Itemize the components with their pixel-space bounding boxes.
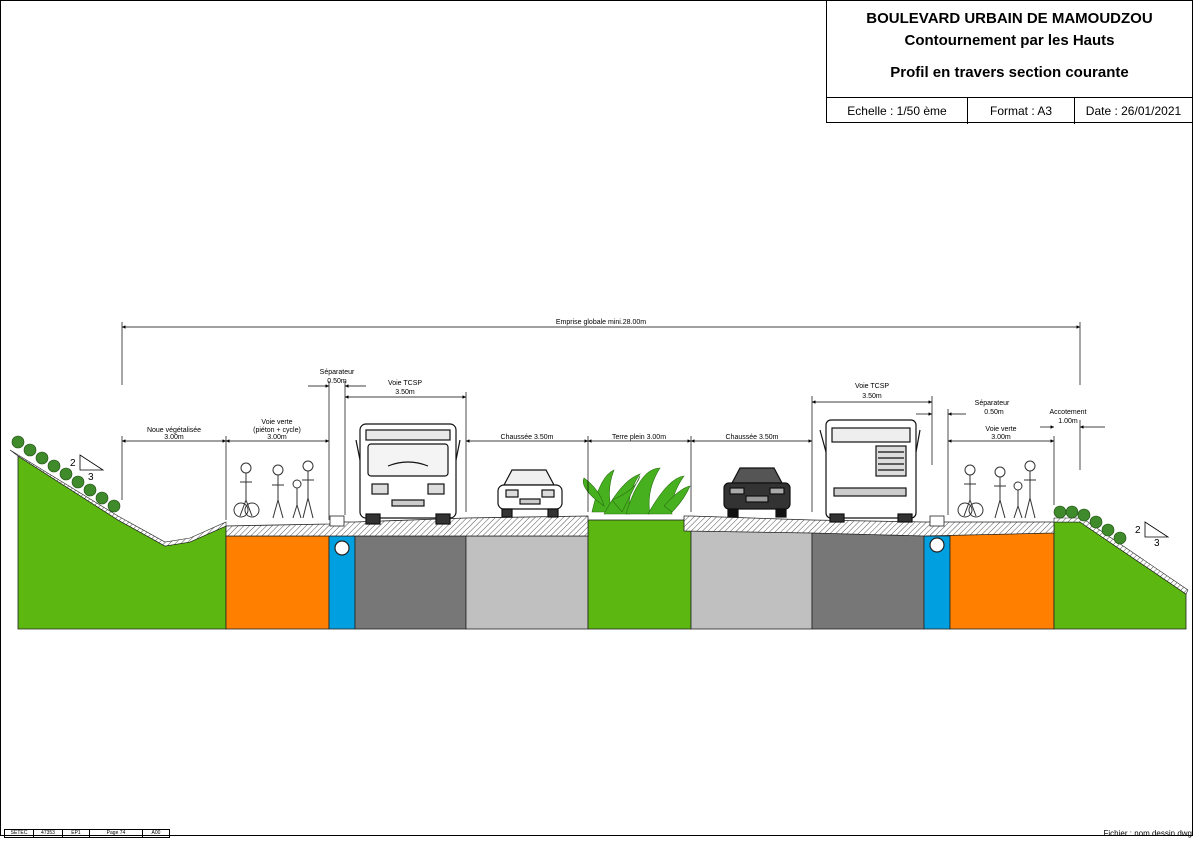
date-cell: Date : 26/01/2021 <box>1085 104 1182 118</box>
drain-pipe-left <box>334 540 350 556</box>
pedestrians-right-icon <box>957 460 1036 519</box>
dim-separateur-right-label: Séparateur <box>975 400 1010 407</box>
voie-verte-left-body <box>225 535 330 630</box>
dim-accotement-value: 1.00m <box>1058 418 1078 425</box>
dim-voie-verte-right-value: 3.00m <box>991 434 1011 441</box>
dim-accotement-label: Accotement <box>1050 409 1087 416</box>
slope-left-rise: 2 <box>70 458 76 469</box>
slope-right-run: 3 <box>1154 538 1160 549</box>
title-block-info-row: Echelle : 1/50 ème Format : A3 Date : 26… <box>827 97 1192 124</box>
pedestrians-left-icon <box>233 460 314 519</box>
dim-voie-verte-right-label: Voie verte <box>985 426 1016 433</box>
footer-reference-strip: SETEC 47353 EP1 Page 74 A00 <box>4 829 170 838</box>
slope-left-run: 3 <box>88 472 94 483</box>
dim-separateur-left-label: Séparateur <box>320 369 355 376</box>
dim-separateur-right-value: 0.50m <box>984 409 1004 416</box>
left-shrubs <box>11 435 121 513</box>
chaussee-left-body <box>465 535 589 630</box>
drain-pipe-right <box>929 537 945 553</box>
scale-cell: Echelle : 1/50 ème <box>827 98 968 124</box>
project-subtitle: Contournement par les Hauts <box>904 32 1115 49</box>
terre-plein-plants-icon <box>582 467 691 515</box>
tcsp-left-body <box>354 535 467 630</box>
dim-chaussee-right: Chaussée 3.50m <box>726 434 779 441</box>
left-embankment-edge <box>9 449 227 547</box>
dim-tcsp-right-value: 3.50m <box>862 393 882 400</box>
dim-tcsp-right-label: Voie TCSP <box>855 383 889 390</box>
dimension-lines <box>121 322 1105 520</box>
dim-terre-plein: Terre plein 3.00m <box>612 434 666 441</box>
car-right-icon <box>723 467 791 518</box>
car-left-icon <box>497 469 563 518</box>
pavement-left <box>225 515 589 537</box>
dim-voie-verte-left-label: Voie verte <box>261 419 292 426</box>
dim-separateur-left-value: 0.50m <box>327 378 347 385</box>
right-shrubs <box>1053 505 1127 545</box>
dim-tcsp-left-value: 3.50m <box>395 389 415 396</box>
footer-cell-revision: A00 <box>151 830 161 836</box>
format-cell: Format : A3 <box>968 98 1075 124</box>
chaussee-right-body <box>690 530 813 630</box>
dim-chaussee-left: Chaussée 3.50m <box>501 434 554 441</box>
dim-voie-verte-left-sub: (piéton + cycle) <box>253 427 301 434</box>
slope-right-rise: 2 <box>1135 525 1141 536</box>
file-name: Fichier : nom dessin.dwg <box>1103 829 1192 838</box>
footer-cell-page: Page 74 <box>90 830 143 837</box>
slope-triangle-right <box>1144 521 1170 538</box>
dim-noue-value: 3.00m <box>164 434 184 441</box>
dim-voie-verte-left-value: 3.00m <box>267 434 287 441</box>
slope-triangle-left <box>79 454 105 471</box>
dim-global: Emprise globale mini.28.00m <box>556 319 646 326</box>
dim-noue-label: Noue végétalisée <box>147 427 201 434</box>
curb-right <box>929 515 945 527</box>
bus-left-icon <box>355 423 461 525</box>
dim-tcsp-left-label: Voie TCSP <box>388 380 422 387</box>
project-title: BOULEVARD URBAIN DE MAMOUDZOU <box>866 10 1153 27</box>
bus-right-icon <box>819 419 921 523</box>
footer-cell-phase: EP1 <box>63 830 90 837</box>
terre-plein-body <box>587 519 692 630</box>
curb-left <box>329 515 345 527</box>
footer-cell-number: 47353 <box>34 830 63 837</box>
footer-cell-company: SETEC <box>5 830 34 837</box>
voie-verte-right-body <box>949 532 1055 630</box>
title-block: BOULEVARD URBAIN DE MAMOUDZOU Contournem… <box>826 0 1193 124</box>
drawing-title: Profil en travers section courante <box>890 64 1129 81</box>
tcsp-right-body <box>811 532 925 630</box>
